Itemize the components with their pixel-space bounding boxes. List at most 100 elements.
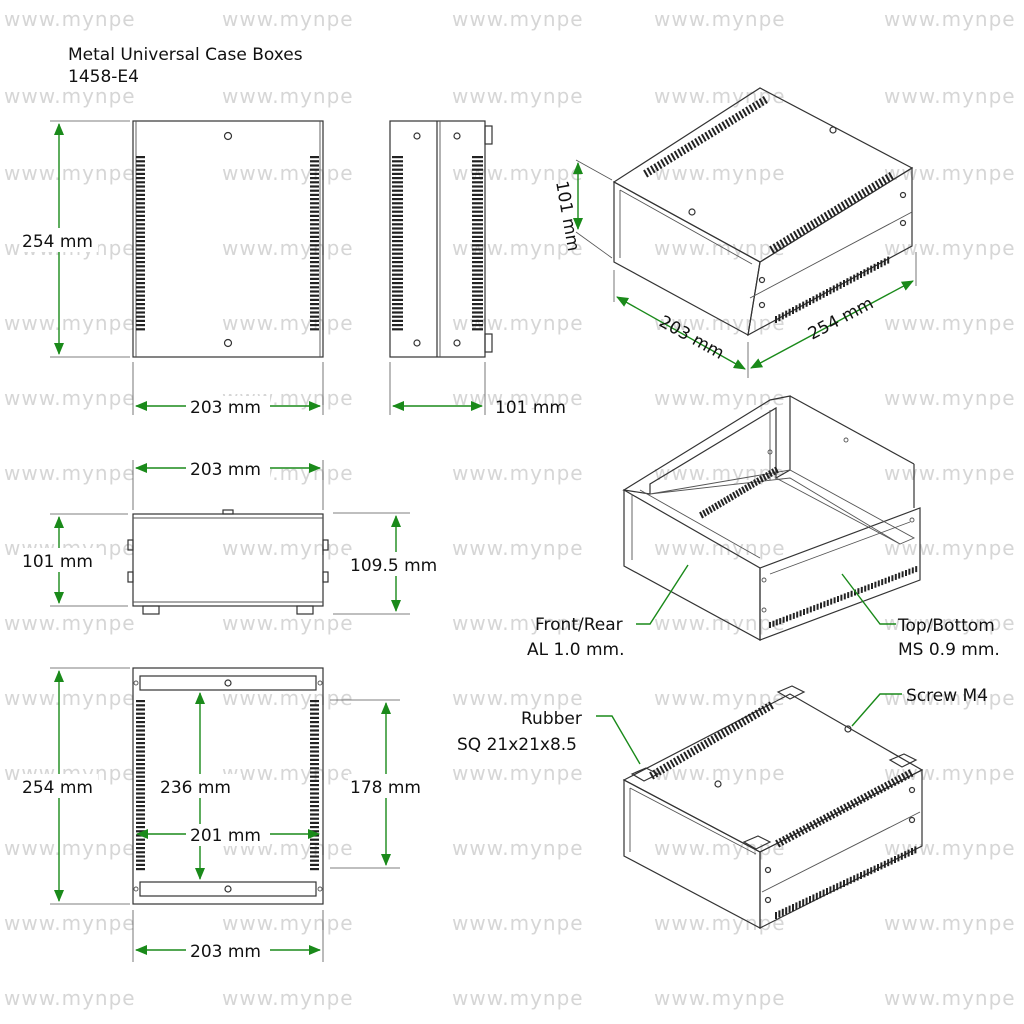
dim-side-depth: 101 mm (495, 398, 566, 418)
vent-slot (136, 235, 145, 238)
callout-top-bottom-2: MS 0.9 mm. (898, 640, 1000, 660)
vent-slot (846, 801, 853, 810)
vent-slot (136, 767, 145, 770)
watermark-text: www.mynpe (452, 461, 584, 485)
vent-slot (666, 761, 672, 770)
vent-slot (472, 244, 483, 247)
watermark-text: www.mynpe (4, 836, 136, 860)
vent-slot (136, 863, 145, 866)
vent-slot (136, 307, 145, 310)
vent-slot (707, 129, 714, 138)
watermark-text: www.mynpe (4, 911, 136, 935)
vent-slot (680, 146, 687, 155)
vent-slot (136, 834, 145, 837)
watermark-text: www.mynpe (884, 686, 1016, 710)
vent-slot (136, 859, 145, 862)
vent-slot (310, 172, 319, 175)
top-view (132, 120, 324, 358)
vent-slot (472, 303, 483, 306)
vent-slot (392, 214, 403, 217)
vent-slot (310, 277, 319, 280)
vent-slot (310, 265, 319, 268)
vent-slot (669, 759, 676, 768)
vent-slot (702, 509, 707, 517)
vent-slot (472, 156, 483, 159)
vent-slot (310, 809, 319, 812)
vent-slot (747, 713, 754, 722)
vent-slot (649, 771, 655, 780)
vent-slot (310, 177, 319, 180)
vent-slot (757, 707, 764, 716)
watermark-text: www.mynpe (222, 84, 354, 108)
vent-slot (472, 210, 483, 213)
vent-slot (873, 787, 880, 796)
vent-slot (700, 133, 707, 142)
vent-slot (310, 227, 319, 230)
vent-slot (472, 164, 483, 167)
vent-slot (765, 471, 770, 479)
vent-slot (755, 100, 762, 109)
vent-slot (310, 859, 319, 862)
vent-slot (392, 168, 403, 171)
vent-slot (747, 482, 752, 490)
vent-slot (711, 504, 716, 512)
vent-slot (392, 177, 403, 180)
dim-top-width: 203 mm (190, 398, 261, 418)
watermark-text: www.mynpe (884, 84, 1016, 108)
vent-slot (310, 311, 319, 314)
vent-slot (136, 775, 145, 778)
watermark-text: www.mynpe (452, 761, 584, 785)
vent-slot (310, 725, 319, 728)
vent-slot (887, 780, 894, 789)
rubber-foot (142, 605, 160, 615)
vent-slot (796, 228, 803, 237)
vent-slot (734, 721, 740, 730)
vent-slot (656, 161, 663, 170)
dim-front-height-total: 109.5 mm (350, 556, 437, 576)
vent-slot (392, 286, 403, 289)
vent-slot (136, 177, 145, 180)
vent-slot (310, 286, 319, 289)
vent-slot (392, 256, 403, 259)
screw-icon (413, 132, 421, 140)
vent-slot (726, 495, 731, 503)
watermark-text: www.mynpe (4, 161, 136, 185)
watermark-text: www.mynpe (654, 611, 786, 635)
vent-slot (778, 837, 785, 846)
vent-slot (136, 160, 145, 163)
vent-slot (310, 219, 319, 222)
inner-view (132, 667, 324, 905)
vent-slot (779, 239, 786, 248)
vent-slot (392, 303, 403, 306)
vent-slot (136, 809, 145, 812)
vent-slot (310, 758, 319, 761)
vent-slot (392, 290, 403, 293)
watermark-text: www.mynpe (4, 7, 136, 31)
vent-slot (850, 195, 857, 204)
vent-slot (310, 788, 319, 791)
vent-slot (392, 202, 403, 205)
vent-slot (729, 493, 734, 501)
vent-slot (310, 792, 319, 795)
vent-slot (310, 244, 319, 247)
vent-slot (840, 201, 847, 210)
vent-slot (310, 156, 319, 159)
vent-slot (761, 705, 768, 714)
vent-slot (857, 190, 864, 199)
vent-slot (310, 248, 319, 251)
vent-slot (310, 319, 319, 322)
vent-slot (843, 803, 849, 812)
vent-slot (136, 754, 145, 757)
vent-slot (136, 240, 145, 243)
vent-slot (754, 709, 761, 718)
vent-slot (136, 750, 145, 753)
vent-slot (310, 256, 319, 259)
vent-slot (877, 178, 884, 187)
callout-top-bottom-1: Top/Bottom (897, 616, 995, 636)
vent-slot (472, 193, 483, 196)
vent-slot (392, 219, 403, 222)
vent-slot (310, 214, 319, 217)
vent-slot (392, 282, 403, 285)
vent-slot (788, 832, 795, 841)
vent-slot (472, 273, 483, 276)
